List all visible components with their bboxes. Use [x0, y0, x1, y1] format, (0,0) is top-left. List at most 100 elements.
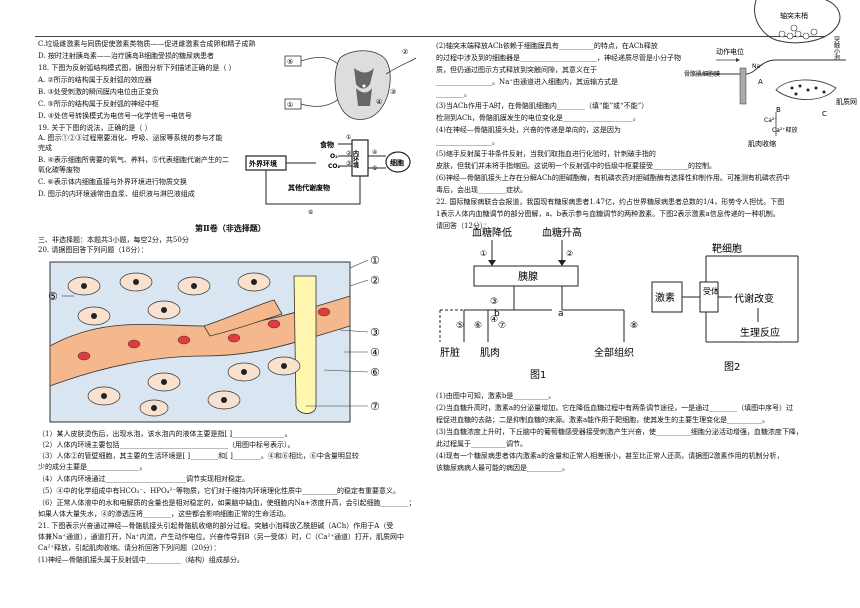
q22-part-2: (2)当血糖升高时，激素a的分泌量增加，它在降低血糖过程中有两条调节途径，一是通…: [436, 404, 794, 412]
svg-text:③: ③: [490, 297, 498, 307]
q21-part-4: (4)在神经—骨骼肌接头处，兴奋的传递是单向的，这是因为: [436, 126, 621, 134]
svg-text:①: ①: [287, 101, 293, 109]
q22-intro-3: 请回答（12分）：: [436, 222, 491, 230]
q21-part-2d: ________________。Na⁺由通道进入细胞内，其运输方式是: [436, 78, 618, 86]
q21-part-1: (1)神经—骨骼肌接头属于反射弧中__________（结构）组成部分。: [38, 556, 244, 564]
tissue-figure: ① ② ③ ④ ⑥ ⑦ ⑤: [48, 256, 380, 423]
svg-text:⑦: ⑦: [370, 400, 380, 413]
q18-b: B. ③处受刺激的瞬间膜内电位由正变负: [38, 88, 159, 96]
q21-part-6b: 毒后，会出现________症状。: [436, 186, 527, 194]
svg-text:A: A: [758, 78, 763, 86]
internal-env-figure: 外界环境 食物 O₂ CO₂ 内环境 细胞 ① ② ③ ④ ⑤ 其他代谢废物 ⑥: [245, 134, 411, 216]
q19-d: D. 图示的内环境通常由血浆、组织液与淋巴液组成: [38, 190, 195, 198]
q21-part-3b: 检测到ACh，骨骼肌膜发生的电位变化是____________________。: [436, 114, 640, 122]
svg-text:细胞: 细胞: [390, 158, 404, 167]
q19-b2: 氧化碳等废物: [38, 166, 80, 174]
q19-c: C. ⑥表示体内细胞直接与外界环境进行物质交换: [38, 178, 187, 186]
svg-text:⑤: ⑤: [456, 321, 464, 331]
svg-text:③: ③: [390, 88, 396, 96]
svg-text:④: ④: [370, 346, 380, 359]
q17-option-c: C.垃圾雌激素与同质促使激素类物质——促进雌激素合成卵和精子成熟: [38, 40, 256, 48]
svg-text:⑤: ⑤: [48, 290, 58, 303]
svg-text:突触小泡: 突触小泡: [833, 35, 840, 60]
svg-text:④: ④: [376, 98, 382, 106]
svg-text:O₂: O₂: [330, 153, 338, 160]
q17-option-d: D. 按时注射胰岛素——治疗胰岛B细胞受损的糖尿病患者: [38, 52, 214, 60]
reflex-arc-figure: ⑤ ① ② ③ ④: [284, 48, 417, 120]
q20-part-4: （4）人体内环境通过_______________________调节实现相对稳…: [38, 475, 249, 483]
q21-part-3: (3)当ACh作用于A时，在骨骼肌细胞内________（填“能”或“不能”）: [436, 102, 649, 110]
svg-text:C: C: [822, 110, 827, 118]
q18-stem: 18. 下图为反射弧结构模式图，据图分析下列描述正确的是（ ）: [38, 64, 236, 72]
svg-text:⑥: ⑥: [308, 209, 313, 216]
svg-text:其他代谢废物: 其他代谢废物: [288, 183, 330, 192]
glucose-regulation-figure: 血糖降低 血糖升高 ① ② 胰腺 ③ ④ b a ⑤ ⑥ ⑦ ⑧ 肝脏 肌肉 全…: [439, 226, 638, 381]
svg-text:代谢改变: 代谢改变: [734, 292, 774, 305]
q19-a2: 完成: [38, 144, 52, 152]
q21-intro-2: 体兼Na⁺通道），通道打开，Na⁺内流，产生动作电位。兴奋传导到B（另一受体）时…: [38, 533, 405, 541]
q22-part-1: (1)由图中可知，激素b是__________。: [436, 392, 556, 400]
svg-text:食物: 食物: [319, 140, 334, 149]
q20-part-1: （1）某人皮肤烫伤后，出现水泡，该水泡内的液体主要是指[ ]__________…: [38, 430, 292, 438]
q21-part-2e: ________。: [436, 90, 471, 98]
svg-text:a: a: [558, 309, 564, 319]
q21-part-2c: 质，但仍通过图示方式释放到突触间隙，其意义在于: [436, 66, 597, 74]
svg-text:骨骼肌细胞膜: 骨骼肌细胞膜: [684, 70, 720, 78]
section-intro: 三、非选择题：本题共3小题，每空2分，共50分: [38, 236, 189, 244]
q19-b: B. ④表示细胞所需要的氧气、养料，⑤代表细胞代谢产生的二: [38, 156, 229, 164]
svg-text:外界环境: 外界环境: [249, 159, 277, 168]
q20-part-3b: 少的成分主要是_______________。: [38, 463, 147, 471]
svg-text:轴突末梢: 轴突末梢: [780, 11, 808, 20]
section-title: 第Ⅱ卷（非选择题）: [195, 223, 266, 233]
svg-text:胰腺: 胰腺: [518, 270, 538, 283]
q21-intro-1: 21. 下图表示兴奋通过神经—骨骼肌接头引起骨骼肌收缩的部分过程。突触小泡释放乙…: [38, 522, 394, 530]
q20-part-5: （5）④中的化学组成中有HCO₃⁻、HPO₄²⁻等物质，它们对于维持内环境理化性…: [38, 487, 401, 495]
svg-text:内环境: 内环境: [352, 149, 359, 169]
q22-part-3b: 此过程属于__________调节。: [436, 440, 527, 448]
svg-text:Na⁺: Na⁺: [752, 63, 763, 70]
svg-text:CO₂: CO₂: [328, 163, 341, 170]
svg-text:⑦: ⑦: [498, 321, 506, 331]
q20-part-3: （3）人体②的管壁细胞，其主要的生活环境是[ ]________和[ ]____…: [38, 452, 359, 460]
svg-text:⑧: ⑧: [630, 321, 638, 331]
svg-text:③: ③: [346, 160, 351, 167]
q21-part-6: (6)神经—骨骼肌接头上存在分解ACh的胆碱酯酶，有机磷农药对胆碱酯酶有选择性抑…: [436, 174, 790, 182]
svg-text:血糖降低: 血糖降低: [472, 226, 512, 239]
q22-part-4: (4)现有一个糖尿病患者体内激素a的含量和正常人相差很小，甚至比正常人还高，请据…: [436, 452, 784, 460]
svg-text:动作电位: 动作电位: [716, 47, 744, 56]
q20-part-6b: 如果人体大量失水，④的渗透压将________，这些都会影响细胞正常的生命活动。: [38, 510, 290, 518]
svg-text:③: ③: [370, 326, 380, 339]
svg-text:生理反应: 生理反应: [740, 326, 780, 339]
q21-part-2b: 的过程中涉及到的细胞器是______________________，神经递质尽…: [436, 54, 681, 62]
q22-part-3: (3)当血糖浓度上升时，下丘脑中的葡萄糖感受器接受刺激产生兴奋，使_______…: [436, 428, 803, 436]
svg-text:④: ④: [490, 315, 498, 325]
q18-a: A. ②所示的结构属于反射弧的效应器: [38, 76, 152, 84]
svg-text:②: ②: [346, 150, 352, 157]
q22-intro-2: 1表示人体内血糖调节的部分图解，a、b表示参与血糖调节的两种激素。下图2表示激素…: [436, 210, 780, 218]
svg-text:靶细胞: 靶细胞: [712, 242, 742, 255]
q21-part-5b: 皮肤，但我们并未将手指缩回。这说明一个反射弧中的低级中枢要接受_________…: [436, 162, 716, 170]
svg-text:肌肉: 肌肉: [480, 346, 500, 359]
q21-intro-3: Ca²⁺释放，引起肌肉收缩。请分析回答下列问题（20分）：: [38, 544, 221, 552]
q18-c: C. ⑤所示的结构属于反射弧的神经中枢: [38, 100, 159, 108]
q19-stem: 19. 关于下图的说法，正确的是（ ）: [38, 124, 152, 132]
svg-text:①: ①: [346, 134, 351, 141]
svg-text:图1: 图1: [530, 369, 546, 381]
svg-text:全部组织: 全部组织: [594, 346, 634, 359]
svg-text:⑥: ⑥: [474, 321, 482, 331]
q22-intro-1: 22. 国际糖尿病联合会报道，我国现有糖尿病患者1.47亿，约占世界糖尿病患者总…: [436, 198, 785, 206]
svg-text:⑤: ⑤: [287, 58, 293, 66]
svg-text:激素: 激素: [655, 291, 675, 304]
svg-text:肝脏: 肝脏: [440, 346, 460, 359]
svg-text:Ca²⁺释放: Ca²⁺释放: [772, 126, 797, 134]
svg-text:血糖升高: 血糖升高: [542, 226, 582, 239]
hormone-mechanism-figure: 靶细胞 激素 受体 代谢改变 生理反应 图2: [651, 242, 799, 373]
svg-text:②: ②: [402, 48, 408, 56]
svg-text:①: ①: [370, 256, 380, 267]
svg-text:Ca²⁺: Ca²⁺: [764, 117, 777, 124]
q20-title: 20. 请据图回答下列问题（18分）：: [38, 246, 148, 254]
synapse-figure: 轴突末梢 突触小泡 动作电位 Na⁺ 骨骼肌细胞膜 A 肌质网 B C Ca²⁺…: [684, 0, 857, 148]
svg-text:b: b: [494, 309, 500, 319]
q21-part-4b: ________________。: [436, 138, 499, 146]
q22-part-4b: 该糖尿病病人最可能的病因是__________。: [436, 464, 569, 472]
